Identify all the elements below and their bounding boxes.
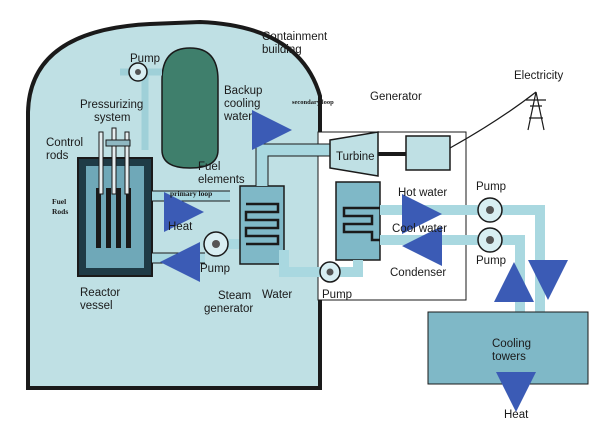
backup-cooling-label-3: water bbox=[223, 111, 252, 123]
steam-generator-coil bbox=[244, 202, 280, 246]
backup-cooling-label-2: cooling bbox=[224, 98, 260, 110]
cool-water-label: Cool water bbox=[392, 223, 447, 235]
condenser-coil bbox=[342, 206, 390, 242]
water-label: Water bbox=[262, 289, 292, 301]
fuel-rods bbox=[96, 188, 131, 248]
cooling-towers-label: Cooling bbox=[492, 338, 531, 350]
pump-hot-label: Pump bbox=[476, 181, 506, 193]
pump-condensate-label: Pump bbox=[322, 289, 352, 301]
diagram-labels: Containment building Pump Pressurizing s… bbox=[46, 31, 563, 421]
fuel-rods-label: Fuel bbox=[52, 197, 66, 206]
control-rods-label: Control bbox=[46, 137, 83, 149]
secondary-return-pipes bbox=[279, 250, 363, 277]
cool-water-pump bbox=[477, 227, 503, 253]
hot-water-label: Hot water bbox=[398, 187, 447, 199]
turbine bbox=[329, 131, 379, 177]
generator-label: Generator bbox=[370, 91, 422, 103]
fuel-rods-label-2: Rods bbox=[52, 207, 68, 216]
fuel-elements-label-2: elements bbox=[198, 174, 245, 186]
containment-label: Containment bbox=[262, 31, 328, 43]
pressurizer-pump bbox=[120, 62, 162, 150]
secondary-loop-label: secondary loop bbox=[292, 99, 334, 106]
steam-generator-label: Steam bbox=[218, 290, 251, 302]
steam-generator-label-2: generator bbox=[204, 303, 253, 315]
condenser bbox=[335, 181, 381, 261]
condensate-pump bbox=[319, 261, 341, 283]
containment-label-2: building bbox=[262, 44, 302, 56]
primary-pump bbox=[203, 231, 229, 257]
backup-cooling-label: Backup bbox=[224, 85, 262, 97]
primary-loop-label: primary loop bbox=[170, 189, 212, 198]
pump-top-label: Pump bbox=[130, 53, 160, 65]
control-rods bbox=[98, 127, 131, 195]
heat-left-label: Heat bbox=[168, 221, 193, 233]
cooling-towers-label-2: towers bbox=[492, 351, 526, 363]
heat-bottom-label: Heat bbox=[504, 409, 529, 421]
flow-arrows bbox=[160, 110, 568, 412]
condenser-label: Condenser bbox=[390, 267, 446, 279]
generator bbox=[405, 135, 451, 171]
reactor-vessel-label: Reactor bbox=[80, 287, 120, 299]
pump-primary-label: Pump bbox=[200, 263, 230, 275]
pump-cool-label: Pump bbox=[476, 255, 506, 267]
pressurizing-label: Pressurizing bbox=[80, 99, 143, 111]
electricity-pylon bbox=[449, 91, 546, 149]
electricity-label: Electricity bbox=[514, 70, 563, 82]
turbine-label: Turbine bbox=[336, 151, 375, 163]
fuel-elements-label: Fuel bbox=[198, 161, 220, 173]
hot-water-pump bbox=[477, 197, 503, 223]
pressurizing-label-2: system bbox=[94, 112, 130, 124]
steam-generator bbox=[239, 185, 285, 265]
reactor-vessel-label-2: vessel bbox=[80, 300, 113, 312]
backup-cooling-tank bbox=[161, 47, 219, 169]
control-rods-label-2: rods bbox=[46, 150, 69, 162]
